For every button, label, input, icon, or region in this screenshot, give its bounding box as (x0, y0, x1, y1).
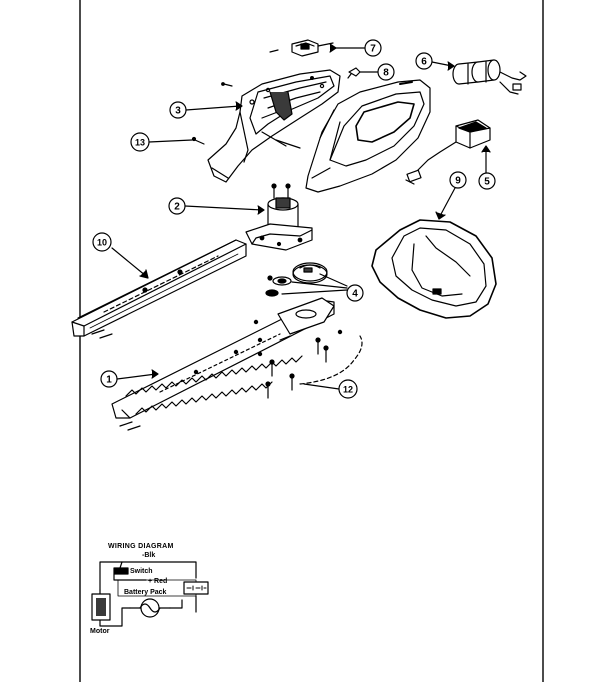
battery-pack-symbol: + Red Battery Pack (117, 578, 209, 597)
wire-battery-return (169, 599, 183, 609)
callout-1-label: 1 (106, 375, 112, 386)
leader-lines (111, 43, 491, 390)
callout-5-label: 5 (484, 177, 490, 188)
wire-label-positive-red: + Red (148, 578, 167, 585)
callout-2: 2 (168, 197, 186, 215)
part-switch-button (269, 39, 334, 57)
wiring-diagram: WIRING DIAGRAM -Blk Switch + Red Battery… (90, 543, 209, 635)
switch-symbol: Switch (113, 561, 153, 581)
part-motor (245, 183, 313, 251)
callout-12-label: 12 (343, 385, 353, 395)
part-screw-13 (191, 82, 233, 145)
callout-5: 5 (478, 172, 496, 190)
callout-10-label: 10 (97, 238, 107, 248)
part-hand-guard (371, 219, 497, 319)
battery-pack-label: Battery Pack (124, 589, 167, 596)
callout-8-label: 8 (383, 68, 389, 79)
callout-7: 7 (364, 39, 382, 57)
callout-4-label: 4 (352, 289, 358, 300)
callout-3-label: 3 (175, 106, 181, 117)
callout-13: 13 (130, 132, 150, 152)
part-clip (347, 67, 361, 79)
part-battery-pack (452, 59, 527, 95)
wire-top (99, 561, 197, 591)
part-blade-cover (71, 239, 247, 339)
callout-2-label: 2 (174, 202, 180, 213)
part-charger (405, 119, 491, 185)
callout-4: 4 (346, 284, 364, 302)
part-handle-housing-left (207, 69, 341, 183)
wire-label-negative-black: -Blk (142, 552, 155, 559)
wire-bottom (99, 607, 131, 627)
wiring-diagram-title: WIRING DIAGRAM (108, 543, 174, 550)
switch-label: Switch (130, 568, 153, 575)
callout-10: 10 (92, 232, 112, 252)
callout-3: 3 (169, 101, 187, 119)
assembly-dashed-path (299, 335, 363, 385)
callout-6-label: 6 (421, 57, 427, 68)
part-screws-12 (253, 319, 343, 399)
callout-9: 9 (449, 171, 467, 189)
part-cutting-blade (111, 297, 335, 431)
callout-8: 8 (377, 63, 395, 81)
callout-12: 12 (338, 379, 358, 399)
motor-symbol: Motor (90, 593, 111, 635)
part-gear-assembly (265, 262, 328, 297)
part-handle-housing-right (305, 79, 431, 193)
callout-13-label: 13 (135, 138, 145, 148)
motor-label: Motor (90, 628, 110, 635)
callout-1: 1 (100, 370, 118, 388)
callout-6: 6 (415, 52, 433, 70)
callout-7-label: 7 (370, 44, 376, 55)
callout-9-label: 9 (455, 176, 461, 187)
thermal-fuse-symbol (129, 598, 171, 618)
